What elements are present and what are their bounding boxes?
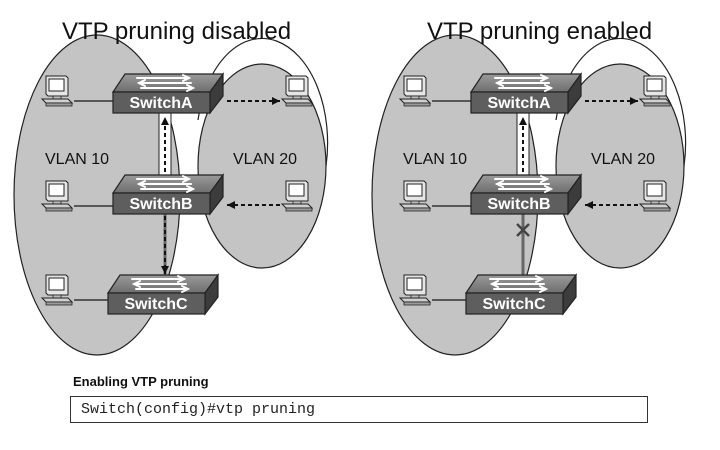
flow-arrow-pc-to-switchb xyxy=(585,201,638,209)
switch-a: SwitchA xyxy=(469,72,583,115)
switch-b: SwitchB xyxy=(111,173,225,216)
switch-arrows-icon xyxy=(494,175,554,193)
pc-icon xyxy=(638,180,672,212)
command-caption: Enabling VTP pruning xyxy=(73,374,209,389)
pc-icon xyxy=(280,180,314,212)
pc-icon xyxy=(40,274,74,306)
pc-icon xyxy=(280,75,314,107)
switch-a: SwitchA xyxy=(111,72,225,115)
pc-icon xyxy=(398,274,432,306)
pc-icon xyxy=(398,75,432,107)
vlan20-label: VLAN 20 xyxy=(591,151,655,168)
switch-label: SwitchC xyxy=(124,296,188,313)
switch-label: SwitchC xyxy=(482,296,546,313)
blocked-x-icon xyxy=(516,223,530,237)
flow-arrow-b-to-c xyxy=(161,216,169,274)
switch-label: SwitchB xyxy=(129,196,192,213)
vlan10-label: VLAN 10 xyxy=(403,151,467,168)
switch-arrows-icon xyxy=(489,275,549,293)
switch-arrows-icon xyxy=(131,275,191,293)
flow-arrow-b-to-a xyxy=(161,117,169,172)
switch-arrows-icon xyxy=(136,74,196,92)
vlan20-label: VLAN 20 xyxy=(233,151,297,168)
command-text: Switch(config)#vtp pruning xyxy=(81,401,316,418)
pc-icon xyxy=(638,75,672,107)
flow-arrow-switcha-to-pc xyxy=(227,97,280,105)
flow-arrow-b-to-a xyxy=(519,117,527,172)
switch-label: SwitchA xyxy=(129,95,193,112)
flow-arrow-pc-to-switchb xyxy=(227,201,280,209)
vlan10-label: VLAN 10 xyxy=(45,151,109,168)
switch-label: SwitchA xyxy=(487,95,551,112)
pc-icon xyxy=(40,180,74,212)
switch-label: SwitchB xyxy=(487,196,550,213)
pc-icon xyxy=(398,180,432,212)
switch-arrows-icon xyxy=(136,175,196,193)
switch-c: SwitchC xyxy=(106,273,220,316)
flow-arrow-switcha-to-pc xyxy=(585,97,638,105)
switch-arrows-icon xyxy=(494,74,554,92)
diagram-pruning-disabled: VLAN 10 VLAN 20 SwitchA SwitchB SwitchC xyxy=(13,34,329,356)
pc-icon xyxy=(40,75,74,107)
switch-c: SwitchC xyxy=(464,273,578,316)
command-box: Switch(config)#vtp pruning xyxy=(70,396,648,423)
switch-b: SwitchB xyxy=(469,173,583,216)
title-pruning-enabled: VTP pruning enabled xyxy=(427,18,653,45)
diagram-pruning-enabled: VLAN 10 VLAN 20 SwitchA SwitchB SwitchC xyxy=(371,34,687,356)
title-pruning-disabled: VTP pruning disabled xyxy=(62,18,292,45)
